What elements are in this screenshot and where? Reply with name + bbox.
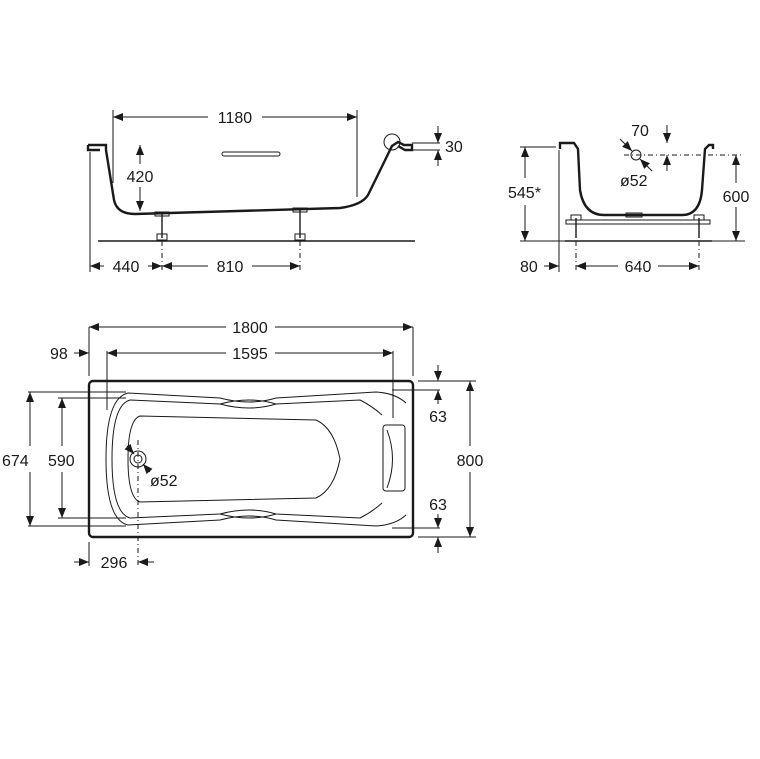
dim-1595: 1595 <box>232 346 268 363</box>
dim-end-o52: ø52 <box>620 173 648 190</box>
dim-296: 296 <box>101 555 128 572</box>
grip-bottom <box>219 513 277 519</box>
dim-545: 545* <box>508 185 541 202</box>
dim-70: 70 <box>631 123 649 140</box>
end-tub-outline <box>558 141 715 217</box>
plan-basin-inner <box>127 415 341 503</box>
dim-1800: 1800 <box>232 320 268 337</box>
dim-640: 640 <box>625 259 652 276</box>
dim-30: 30 <box>445 139 463 156</box>
plan-view: ø52 1800 1595 98 674 590 <box>2 320 483 572</box>
dim-420: 420 <box>127 169 154 186</box>
dim-1180: 1180 <box>218 110 253 127</box>
dim-440: 440 <box>113 259 140 276</box>
dim-80: 80 <box>520 259 538 276</box>
dim-800: 800 <box>457 453 484 470</box>
grip-handle <box>221 151 281 157</box>
dim-63-bottom: 63 <box>429 497 447 514</box>
dim-98: 98 <box>50 346 68 363</box>
dim-590: 590 <box>48 453 75 470</box>
side-feet <box>154 207 308 241</box>
dim-63-top: 63 <box>429 409 447 426</box>
end-feet <box>565 212 711 238</box>
dim-674: 674 <box>2 453 29 470</box>
side-view: 1180 420 30 440 810 <box>86 110 463 276</box>
dim-600: 600 <box>723 189 750 206</box>
headrest <box>382 424 406 492</box>
grip-top <box>219 399 277 405</box>
side-tub-outline <box>88 140 414 216</box>
dim-810: 810 <box>217 259 244 276</box>
overflow-circle <box>383 133 401 151</box>
plan-basin-outer <box>105 391 407 527</box>
end-view: 70 ø52 545* 600 80 640 <box>508 123 749 276</box>
plan-outer-rim <box>87 379 415 539</box>
dim-plan-o52: ø52 <box>150 473 178 490</box>
